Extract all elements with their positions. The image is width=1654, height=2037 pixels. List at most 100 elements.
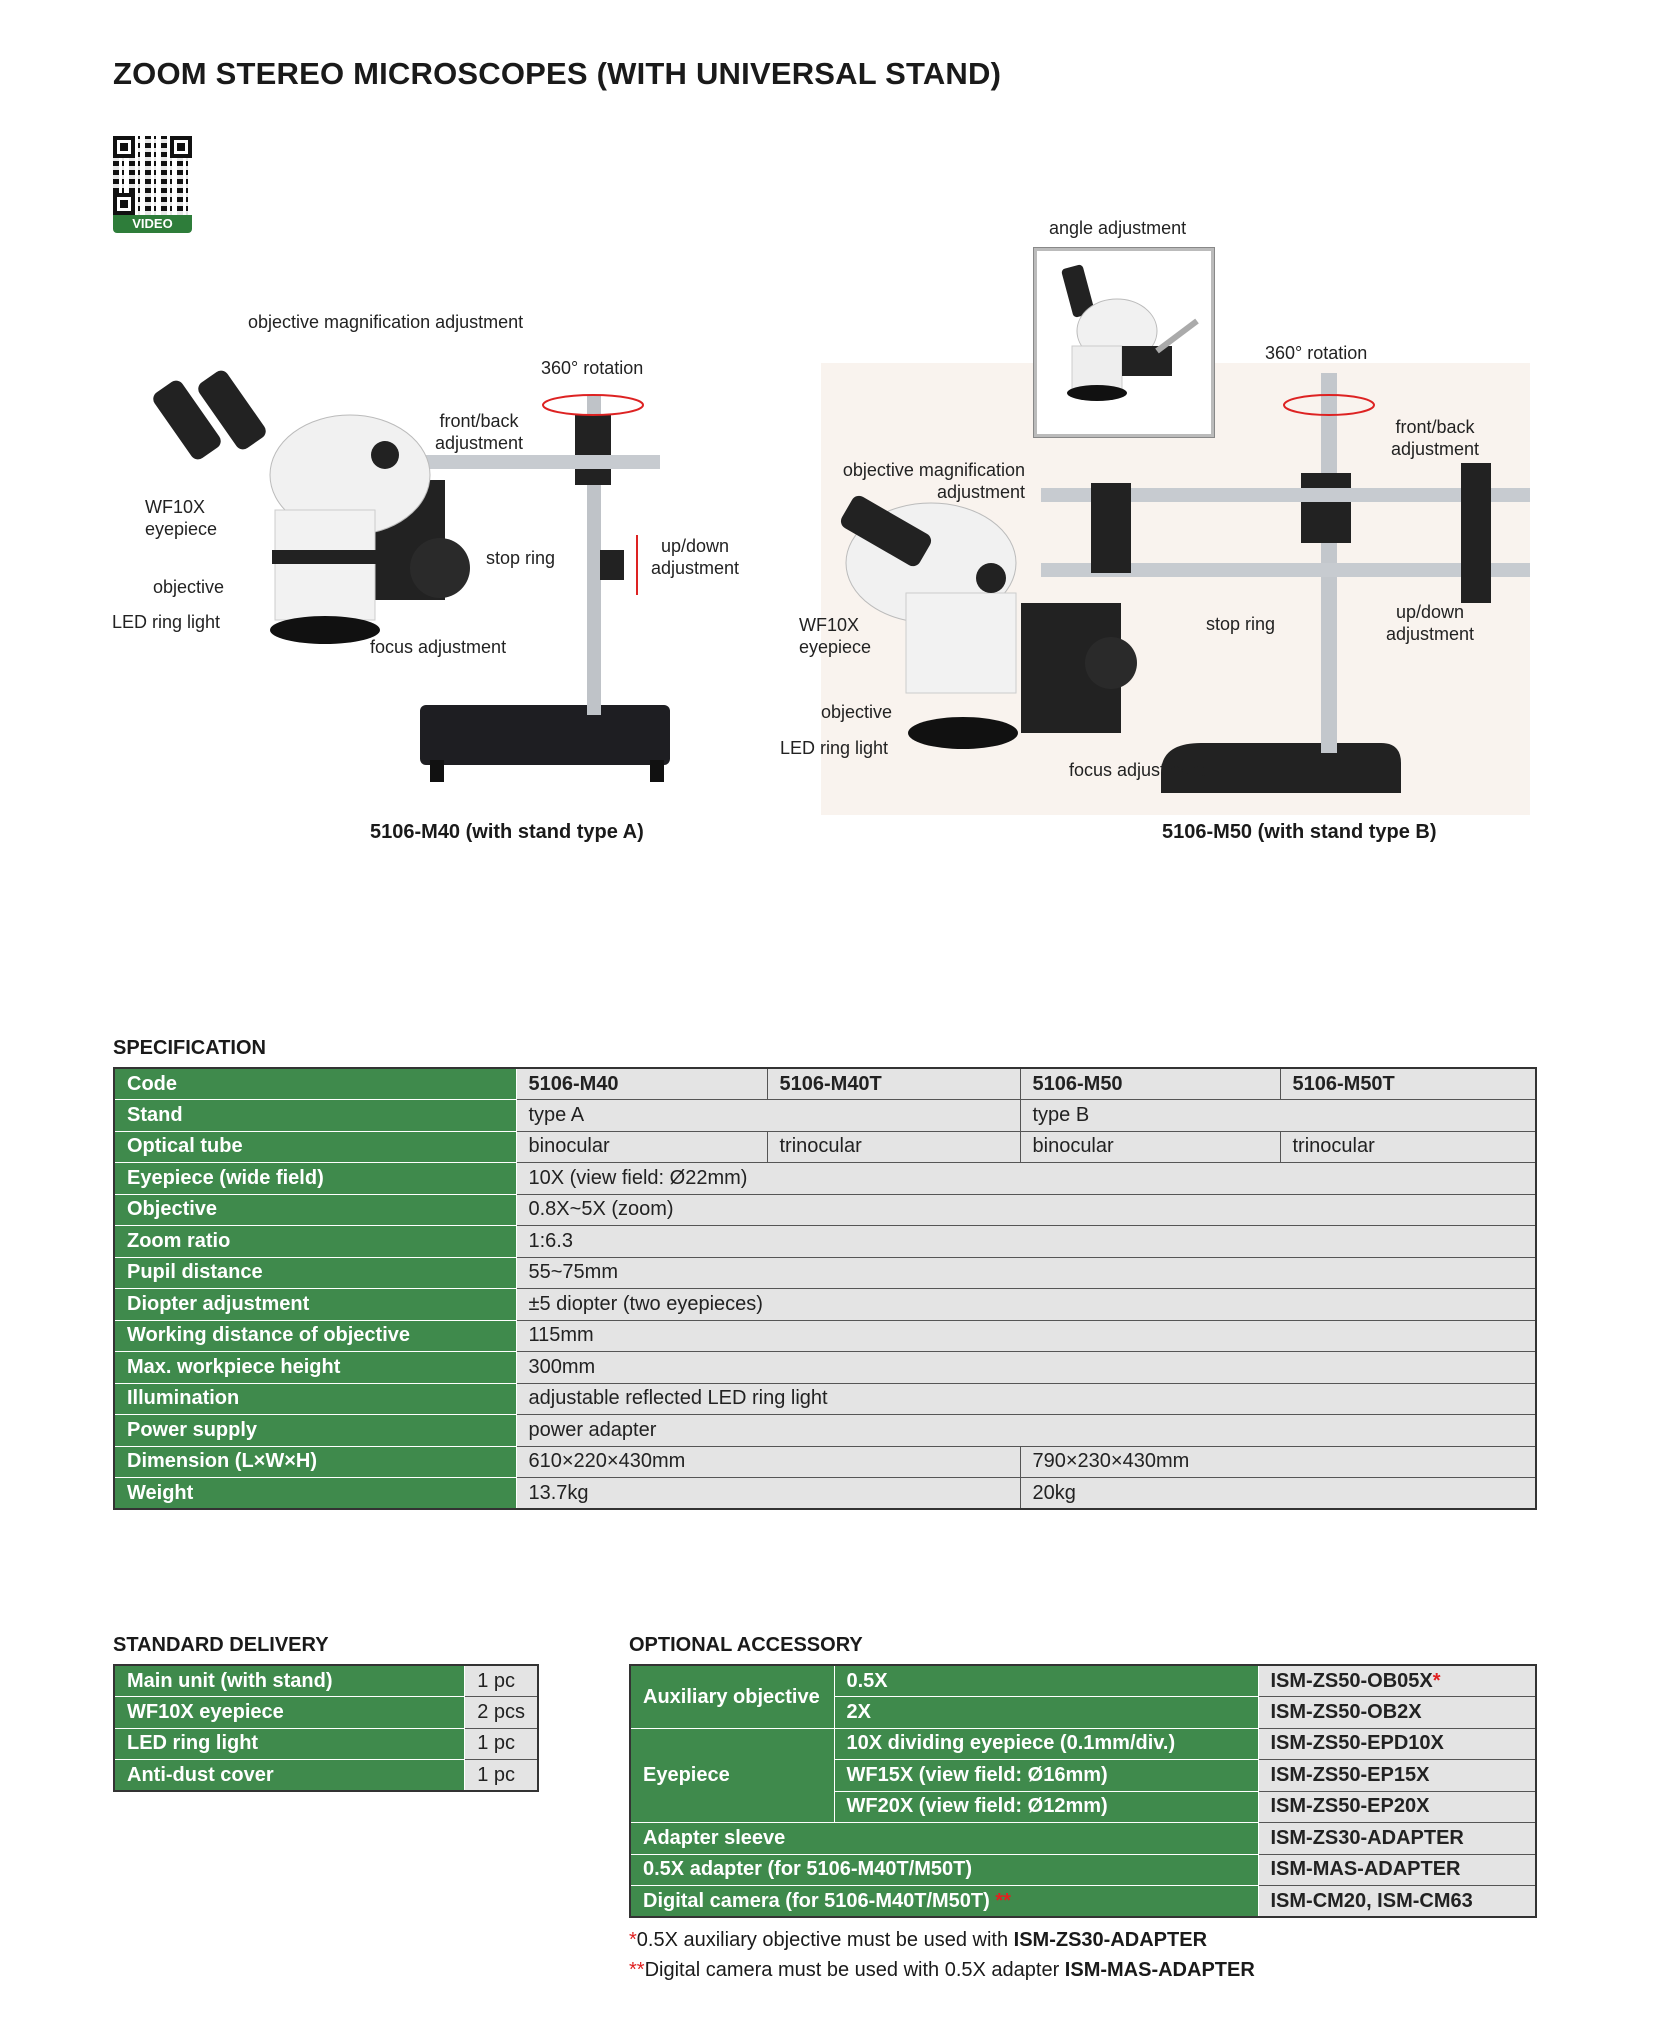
row-label: Objective xyxy=(114,1193,517,1226)
caption-5106-m50: 5106-M50 (with stand type B) xyxy=(1162,821,1437,843)
cell: 0.8X~5X (zoom) xyxy=(515,1193,1537,1226)
item-qty: 2 pcs xyxy=(464,1696,539,1729)
cell: 20kg xyxy=(1019,1477,1537,1510)
row-label: Optical tube xyxy=(114,1130,517,1163)
cell: adjustable reflected LED ring light xyxy=(515,1382,1537,1415)
cell: binocular xyxy=(515,1130,768,1163)
row-label: Pupil distance xyxy=(114,1256,517,1289)
item-name: 10X dividing eyepiece (0.1mm/div.) xyxy=(833,1727,1259,1760)
label-stop-ring: stop ring xyxy=(486,548,556,568)
asterisk-mark: ** xyxy=(995,1889,1011,1912)
cell: 115mm xyxy=(515,1319,1537,1352)
asterisk-mark: * xyxy=(1432,1669,1441,1692)
row-label: Code xyxy=(114,1067,517,1100)
optional-accessory-table: Auxiliary objective 0.5X ISM-ZS50-OB05X*… xyxy=(629,1664,1537,1918)
cell: 10X (view field: Ø22mm) xyxy=(515,1162,1537,1195)
label-led-ring-light-b: LED ring light xyxy=(780,738,889,758)
item-code: ISM-CM20, ISM-CM63 xyxy=(1257,1885,1537,1918)
row-label: Dimension (L×W×H) xyxy=(114,1445,517,1478)
cell: type A xyxy=(515,1099,1021,1132)
cell: trinocular xyxy=(1279,1130,1537,1163)
table-row: Eyepiece (wide field)10X (view field: Ø2… xyxy=(114,1162,1537,1195)
cell: 5106-M50T xyxy=(1279,1067,1537,1100)
label-eyepiece-b: WF10X eyepiece xyxy=(799,615,872,657)
page-title: ZOOM STEREO MICROSCOPES (WITH UNIVERSAL … xyxy=(113,56,1002,91)
cell: 13.7kg xyxy=(515,1477,1021,1510)
item-code: ISM-ZS50-EP15X xyxy=(1257,1759,1537,1792)
item-code: ISM-ZS30-ADAPTER xyxy=(1257,1822,1537,1855)
item-name: 0.5X xyxy=(833,1664,1259,1697)
item-code: ISM-ZS50-OB05X xyxy=(1270,1669,1433,1692)
cell: 610×220×430mm xyxy=(515,1445,1021,1478)
label-front-back-b: front/back adjustment xyxy=(1390,417,1480,459)
label-stop-ring-b: stop ring xyxy=(1206,614,1276,634)
footnote-2: **Digital camera must be used with 0.5X … xyxy=(629,1959,1255,1981)
standard-delivery-heading: STANDARD DELIVERY xyxy=(113,1634,329,1656)
item-code: ISM-ZS50-EPD10X xyxy=(1257,1727,1537,1760)
item-name: 0.5X adapter (for 5106-M40T/M50T) xyxy=(630,1853,1259,1886)
item-qty: 1 pc xyxy=(464,1727,539,1760)
row-label: Working distance of objective xyxy=(114,1319,517,1352)
table-row: WF15X (view field: Ø16mm)ISM-ZS50-EP15X xyxy=(630,1759,1537,1792)
label-rotation: 360° rotation xyxy=(541,358,644,378)
label-up-down-b: up/down adjustment xyxy=(1385,602,1475,644)
label-eyepiece: WF10X eyepiece xyxy=(145,497,218,539)
row-label: Illumination xyxy=(114,1382,517,1415)
table-row: WF20X (view field: Ø12mm)ISM-ZS50-EP20X xyxy=(630,1790,1537,1823)
label-angle-adjustment: angle adjustment xyxy=(1049,218,1187,238)
caption-5106-m40: 5106-M40 (with stand type A) xyxy=(370,821,644,843)
item-code: ISM-ZS50-EP20X xyxy=(1257,1790,1537,1823)
cell: ±5 diopter (two eyepieces) xyxy=(515,1288,1537,1321)
item-name: Main unit (with stand) xyxy=(114,1664,466,1697)
item-name: Digital camera (for 5106-M40T/M50T) xyxy=(643,1889,990,1912)
video-qr-code[interactable]: VIDEO xyxy=(113,136,192,236)
item-name: Adapter sleeve xyxy=(630,1822,1259,1855)
label-focus-b: focus adjustment xyxy=(1069,760,1206,780)
video-label: VIDEO xyxy=(113,215,192,233)
cell: 5106-M50 xyxy=(1019,1067,1281,1100)
label-objective-b: objective xyxy=(821,702,893,722)
row-label: Diopter adjustment xyxy=(114,1288,517,1321)
cell: binocular xyxy=(1019,1130,1281,1163)
cell: 1:6.3 xyxy=(515,1225,1537,1258)
label-focus: focus adjustment xyxy=(370,637,507,657)
row-label: Max. workpiece height xyxy=(114,1351,517,1384)
row-label: Power supply xyxy=(114,1414,517,1447)
table-row: Digital camera (for 5106-M40T/M50T) ** IS… xyxy=(630,1885,1537,1918)
item-name: WF20X (view field: Ø12mm) xyxy=(833,1790,1259,1823)
group-label: Eyepiece xyxy=(630,1727,835,1823)
label-front-back: front/back adjustment xyxy=(434,411,524,453)
label-led-ring-light: LED ring light xyxy=(112,612,221,632)
row-label: Eyepiece (wide field) xyxy=(114,1162,517,1195)
item-name: LED ring light xyxy=(114,1727,466,1760)
group-label: Auxiliary objective xyxy=(630,1664,835,1729)
angle-adjustment-inset xyxy=(1034,248,1214,437)
microscope-a-image xyxy=(153,370,670,782)
item-qty: 1 pc xyxy=(464,1759,539,1792)
table-row: Diopter adjustment±5 diopter (two eyepie… xyxy=(114,1288,1537,1321)
item-name: Anti-dust cover xyxy=(114,1759,466,1792)
cell: trinocular xyxy=(766,1130,1021,1163)
specification-heading: SPECIFICATION xyxy=(113,1037,266,1059)
cell: power adapter xyxy=(515,1414,1537,1447)
item-name: WF10X eyepiece xyxy=(114,1696,466,1729)
cell: 300mm xyxy=(515,1351,1537,1384)
label-rotation-b: 360° rotation xyxy=(1265,343,1368,363)
cell: 790×230×430mm xyxy=(1019,1445,1537,1478)
cell: 5106-M40 xyxy=(515,1067,768,1100)
cell: 55~75mm xyxy=(515,1256,1537,1289)
optional-accessory-heading: OPTIONAL ACCESSORY xyxy=(629,1634,863,1656)
item-name: 2X xyxy=(833,1696,1259,1729)
